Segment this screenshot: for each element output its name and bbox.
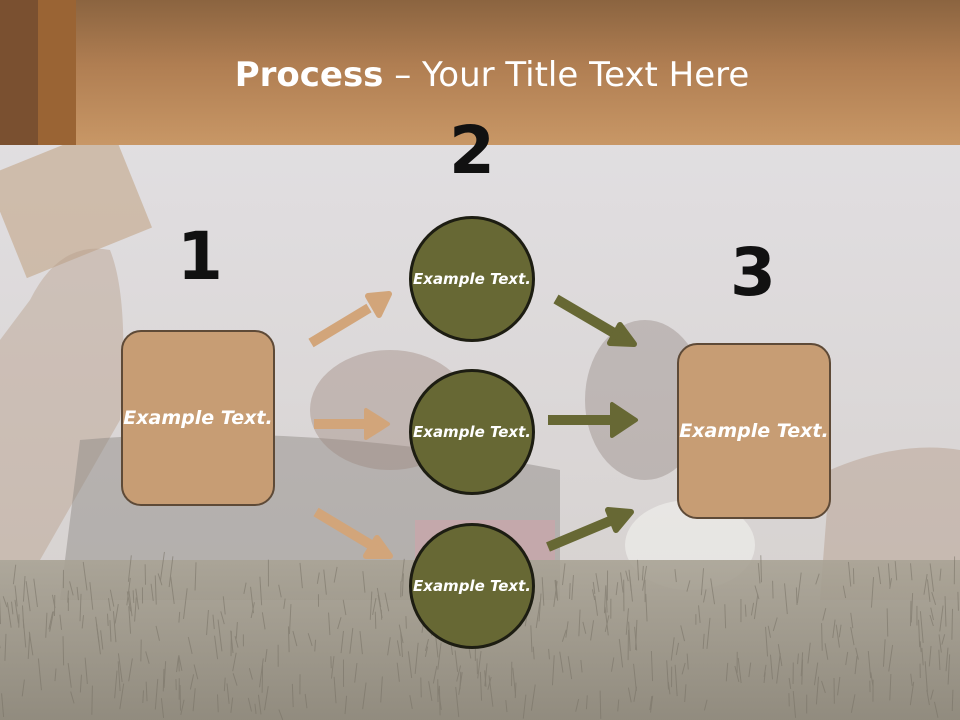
title-rest-part: – Your Title Text Here (383, 55, 750, 95)
process-circle-top[interactable]: Example Text. (409, 216, 535, 342)
arrow-top-to-right (553, 294, 637, 347)
header-stripe-dark (0, 0, 38, 145)
process-circle-bottom[interactable]: Example Text. (409, 523, 535, 649)
slide-title[interactable]: Process – Your Title Text Here (0, 54, 960, 96)
arrow-bottom-to-right (546, 507, 634, 552)
arrow-left-to-middle (314, 408, 390, 440)
title-bar (0, 0, 960, 145)
arrow-middle-to-right (548, 402, 638, 438)
step-number-1: 1 (177, 218, 223, 295)
step-number-2: 2 (449, 112, 495, 189)
circle-middle-text: Example Text. (413, 422, 531, 441)
process-box-left[interactable]: Example Text. (121, 330, 275, 506)
process-circle-middle[interactable]: Example Text. (409, 369, 535, 495)
arrow-left-to-bottom (313, 507, 393, 559)
arrow-left-to-top (308, 291, 392, 348)
circle-top-text: Example Text. (413, 269, 531, 288)
process-box-right[interactable]: Example Text. (677, 343, 831, 519)
step-number-3: 3 (730, 234, 776, 311)
circle-bottom-text: Example Text. (413, 576, 531, 595)
box-left-text: Example Text. (123, 406, 273, 429)
title-bold-part: Process (234, 55, 384, 95)
header-stripe-light (38, 0, 76, 145)
box-right-text: Example Text. (679, 419, 829, 442)
